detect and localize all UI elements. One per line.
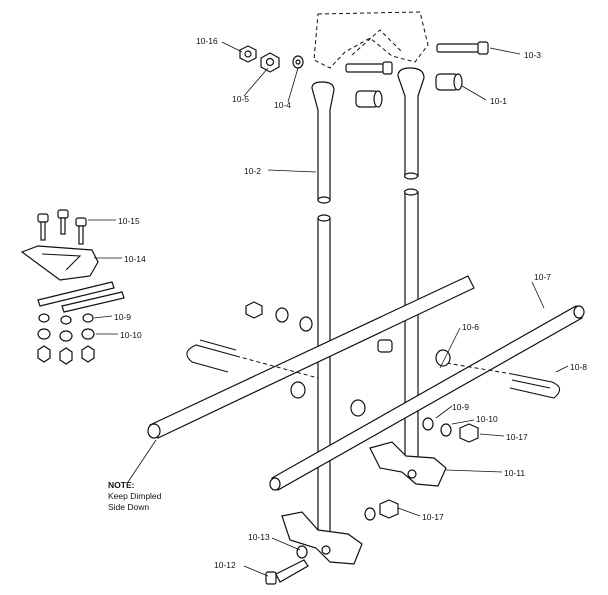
washer-crossbar-1 <box>275 307 289 323</box>
label-10-1: 10-1 <box>490 96 507 106</box>
assembly-note: NOTE: Keep Dimpled Side Down <box>108 480 162 512</box>
washer-10-4 <box>292 55 304 69</box>
label-10-2: 10-2 <box>244 166 261 176</box>
washer-10-9 <box>422 417 434 431</box>
spacer-crossbar-3 <box>290 381 306 399</box>
label-10-9-inset: 10-9 <box>114 312 131 322</box>
label-10-16: 10-16 <box>196 36 218 46</box>
spacer-crossbar-2 <box>377 339 393 353</box>
label-10-3: 10-3 <box>524 50 541 60</box>
label-10-13: 10-13 <box>248 532 270 542</box>
upright-tube-left-lower <box>317 214 331 539</box>
bushing-10-1 <box>435 73 463 91</box>
part-labels: 10-16 10-5 10-4 10-3 10-1 10-2 10-15 10-… <box>114 36 587 570</box>
label-10-10-inset: 10-10 <box>120 330 142 340</box>
label-10-15: 10-15 <box>118 216 140 226</box>
label-10-11: 10-11 <box>504 468 525 478</box>
u-bolt-left <box>186 339 319 379</box>
inset-plate-10-14 <box>20 245 99 281</box>
bolt-10-12 <box>265 559 309 585</box>
upright-tube-right-lower <box>403 188 419 463</box>
nut-crossbar-1 <box>245 301 263 319</box>
note-heading: NOTE: <box>108 480 135 490</box>
label-10-5: 10-5 <box>232 94 249 104</box>
leader-lines <box>88 41 569 577</box>
u-bolt-10-8 <box>439 361 561 399</box>
crossbar-front-10-7 <box>269 305 585 491</box>
label-10-9: 10-9 <box>452 402 469 412</box>
spacer-crossbar-4 <box>350 399 366 417</box>
nut-10-16 <box>239 45 257 63</box>
crossbar-back <box>147 275 475 439</box>
note-line-3: Side Down <box>108 502 149 512</box>
label-10-14: 10-14 <box>124 254 146 264</box>
note-line-2: Keep Dimpled <box>108 491 162 501</box>
bushing-left <box>355 90 383 108</box>
label-10-17-upper: 10-17 <box>506 432 528 442</box>
label-10-4: 10-4 <box>274 100 291 110</box>
inset-hardware <box>37 313 95 365</box>
nut-10-17-lower <box>364 499 399 521</box>
bracket-lower <box>281 511 363 565</box>
nut-10-17-upper <box>459 423 479 443</box>
washer-10-10 <box>440 423 452 437</box>
spacer-crossbar-1 <box>299 316 313 332</box>
upright-tube-left-upper <box>311 81 335 204</box>
label-10-17-lower: 10-17 <box>422 512 444 522</box>
bracket-10-11 <box>369 441 447 487</box>
inset-bolts-10-15 <box>37 209 87 245</box>
frame-bracket <box>313 11 429 69</box>
label-10-7: 10-7 <box>534 272 551 282</box>
bolt-upper-left <box>345 61 393 75</box>
spacer-10-6 <box>435 349 451 367</box>
nut-10-5 <box>260 52 280 73</box>
washer-10-13 <box>296 545 308 559</box>
label-10-6: 10-6 <box>462 322 479 332</box>
bolt-10-3 <box>436 41 489 55</box>
inset-tubes <box>37 281 125 313</box>
label-10-10: 10-10 <box>476 414 498 424</box>
label-10-12: 10-12 <box>214 560 236 570</box>
upright-tube-right-upper <box>397 67 425 180</box>
label-10-8: 10-8 <box>570 362 587 372</box>
